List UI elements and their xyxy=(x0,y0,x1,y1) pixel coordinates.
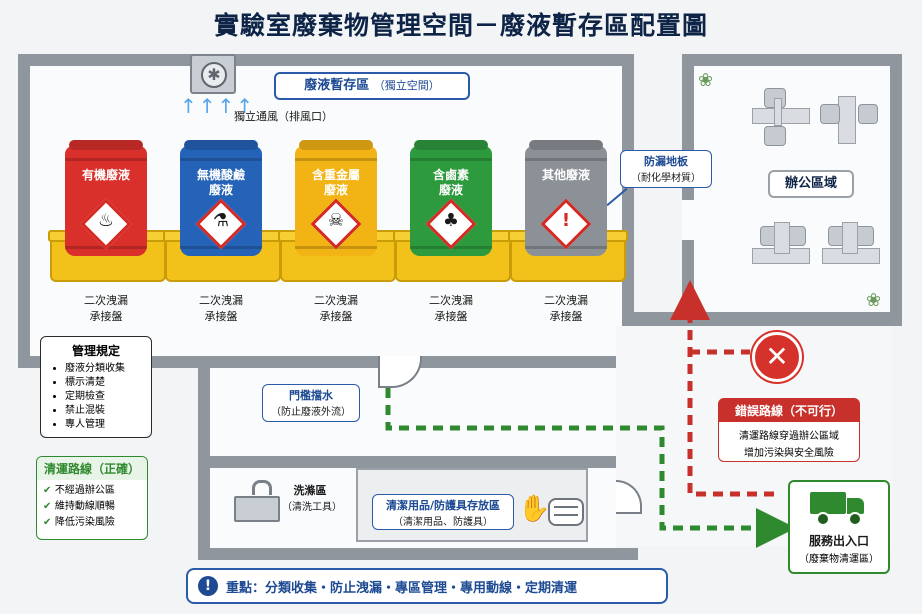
floor-note: （耐化學材質） xyxy=(631,173,701,184)
bottom-wall xyxy=(198,548,638,560)
hazard-symbol: ! xyxy=(561,210,571,231)
service-exit-box: 服務出入口 （廢棄物清運區） xyxy=(788,480,890,574)
sink-note: （清洗工具） xyxy=(282,502,342,513)
rule-item: 定期檢查 xyxy=(65,390,151,404)
clean-route-item-text: 維持動線順暢 xyxy=(54,501,115,512)
tray-label-1: 二次洩漏 xyxy=(314,294,358,307)
supplies-label: 清潔用品/防護具存放區 xyxy=(385,499,501,512)
clean-route-item: ✔ 降低污染風險 xyxy=(43,515,141,531)
clean-route-panel: 清運路線（正確） ✔ 不經過辦公區✔ 維持動線順暢✔ 降低污染風險 xyxy=(36,456,148,540)
threshold-callout: 門檻擋水 （防止廢液外流） xyxy=(262,384,360,422)
clean-route-item-text: 不經過辦公區 xyxy=(54,485,115,496)
airflow-arrows-icon: ↑↑↑↑ xyxy=(180,94,256,118)
tray-label-1: 二次洩漏 xyxy=(544,294,588,307)
check-icon: ✔ xyxy=(43,517,55,528)
threshold-label: 門檻擋水 xyxy=(289,389,333,402)
key-points-bar: ! 重點：分類收集・防止洩漏・專區管理・專用動線・定期清運 xyxy=(186,568,668,604)
wrong-route-title: 錯誤路線（不可行） xyxy=(719,399,859,422)
sink-icon xyxy=(234,480,280,522)
rule-item: 專人管理 xyxy=(65,418,151,432)
rule-item: 廢液分類收集 xyxy=(65,362,151,376)
waste-drum: 有機廢液 ♨ xyxy=(65,140,147,256)
hazard-symbol: ☠ xyxy=(327,210,345,231)
waste-drum: 含鹵素廢液 ♣ xyxy=(410,140,492,256)
tray-label-2: 承接盤 xyxy=(319,310,353,323)
sink-label: 洗滌區 xyxy=(293,484,327,497)
waste-drum: 含重金屬廢液 ☠ xyxy=(295,140,377,256)
drum-label-1: 含重金屬 xyxy=(311,168,360,182)
floor-label: 防漏地板 xyxy=(644,155,688,168)
storage-area-label: 廢液暫存區 xyxy=(304,78,370,93)
drum-label-1: 無機酸鹼 xyxy=(196,168,245,182)
rules-panel: 管理規定 廢液分類收集標示清楚定期檢查禁止混裝專人管理 xyxy=(40,336,152,438)
storage-area-note: （獨立空間） xyxy=(373,79,440,92)
tray-label-2: 承接盤 xyxy=(434,310,468,323)
exit-label: 服務出入口 xyxy=(808,534,869,548)
supplies-callout: 清潔用品/防護具存放區 （清潔用品、防護具） xyxy=(372,494,514,530)
tray-label-2: 承接盤 xyxy=(204,310,238,323)
office-chair xyxy=(858,104,878,124)
tray-label-1: 二次洩漏 xyxy=(429,294,473,307)
office-door-gap xyxy=(682,200,696,240)
clean-route-item: ✔ 維持動線順暢 xyxy=(43,499,141,515)
clean-route-path xyxy=(385,388,796,548)
ventilation-label: 獨立通風（排風口） xyxy=(234,110,333,123)
exit-note: （廢棄物清運區） xyxy=(799,554,879,565)
rule-item: 標示清楚 xyxy=(65,376,151,390)
drum-label-2: 廢液 xyxy=(208,183,233,197)
wrong-route-line-1: 清運路線穿過辦公區域 xyxy=(739,431,839,442)
drum-label-1: 其他廢液 xyxy=(541,168,590,182)
tray-label-1: 二次洩漏 xyxy=(199,294,243,307)
wrong-route-panel: 錯誤路線（不可行） 清運路線穿過辦公區域 增加污染與安全風險 xyxy=(718,398,860,462)
desk xyxy=(774,222,790,254)
tray-label-2: 承接盤 xyxy=(89,310,123,323)
office-chair xyxy=(820,104,840,124)
monitor xyxy=(774,98,782,126)
supplies-note: （清潔用品、防護具） xyxy=(393,517,493,528)
storage-area-title: 廢液暫存區 （獨立空間） xyxy=(274,72,470,100)
office-chair xyxy=(764,126,786,146)
exhaust-fan-icon: ✱ xyxy=(190,54,236,94)
plant-icon-2: ❀ xyxy=(866,290,882,311)
clean-route-item: ✔ 不經過辦公區 xyxy=(43,483,141,499)
hazard-symbol: ♣ xyxy=(442,210,460,231)
tray-label-2: 承接盤 xyxy=(549,310,583,323)
floor-callout: 防漏地板 （耐化學材質） xyxy=(620,150,712,188)
utility-top-wall xyxy=(210,456,616,464)
lower-wall xyxy=(198,456,210,560)
waste-drum: 其他廢液! xyxy=(525,140,607,256)
hazard-symbol: ⚗ xyxy=(212,210,230,231)
check-icon: ✔ xyxy=(43,501,55,512)
rule-item: 禁止混裝 xyxy=(65,404,151,418)
drum-label-2: 廢液 xyxy=(438,183,463,197)
threshold-note: （防止廢液外流） xyxy=(271,407,351,418)
mask-icon xyxy=(548,498,584,526)
hazard-symbol: ♨ xyxy=(97,210,115,231)
truck-icon xyxy=(810,492,866,526)
clean-route-item-text: 降低污染風險 xyxy=(54,517,115,528)
prohibited-icon: ✕ xyxy=(752,332,802,382)
tray-label-1: 二次洩漏 xyxy=(84,294,128,307)
check-icon: ✔ xyxy=(43,485,55,496)
clean-route-title: 清運路線（正確） xyxy=(37,457,147,480)
page-title: 實驗室廢棄物管理空間－廢液暫存區配置圖 xyxy=(213,11,708,40)
drum-label-2: 廢液 xyxy=(323,183,348,197)
drum-label-1: 有機廢液 xyxy=(81,168,130,182)
alert-icon: ! xyxy=(198,576,218,596)
waste-drum: 無機酸鹼廢液 ⚗ xyxy=(180,140,262,256)
desk xyxy=(842,222,858,254)
wrong-route-line-2: 增加污染與安全風險 xyxy=(744,448,834,459)
office-label: 辦公區域 xyxy=(768,170,854,198)
rules-title: 管理規定 xyxy=(71,344,120,358)
key-points-text: 重點：分類收集・防止洩漏・專區管理・專用動線・定期清運 xyxy=(226,581,578,596)
wrong-route-path xyxy=(670,280,774,497)
drum-label-1: 含鹵素 xyxy=(432,168,469,182)
plant-icon: ❀ xyxy=(698,70,714,91)
